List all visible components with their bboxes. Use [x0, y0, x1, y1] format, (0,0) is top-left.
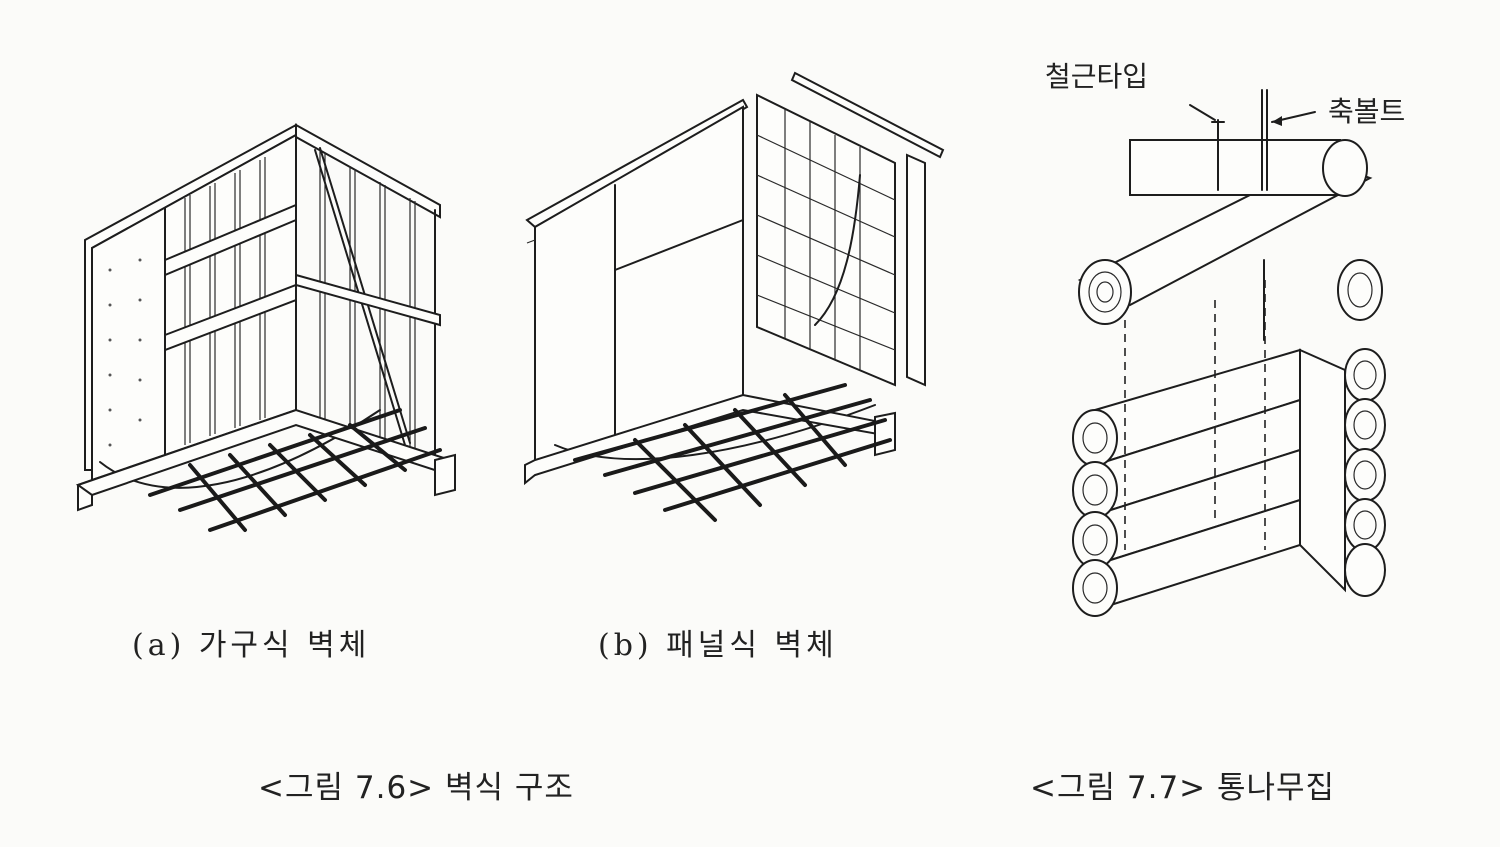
- panel-wall-drawing: [524, 71, 945, 522]
- left-log-stack: [1072, 348, 1301, 617]
- frame-wall-drawing: [75, 123, 456, 532]
- callout-shaft-bolt: 축볼트: [1328, 95, 1406, 128]
- nail-dots: [108, 258, 142, 447]
- figure-7-6-caption: <그림 7.6> 벽식 구조: [258, 770, 574, 806]
- window-grid: [756, 109, 896, 370]
- callout-rebar-tie: 철근타입: [1045, 60, 1149, 93]
- figure-7-7-caption: <그림 7.7> 통나무집: [1030, 770, 1336, 806]
- panel-b-label: (b) 패널식 벽체: [598, 628, 838, 663]
- panel-a-label: (a) 가구식 벽체: [132, 628, 371, 663]
- log-house-drawing: [1072, 89, 1386, 617]
